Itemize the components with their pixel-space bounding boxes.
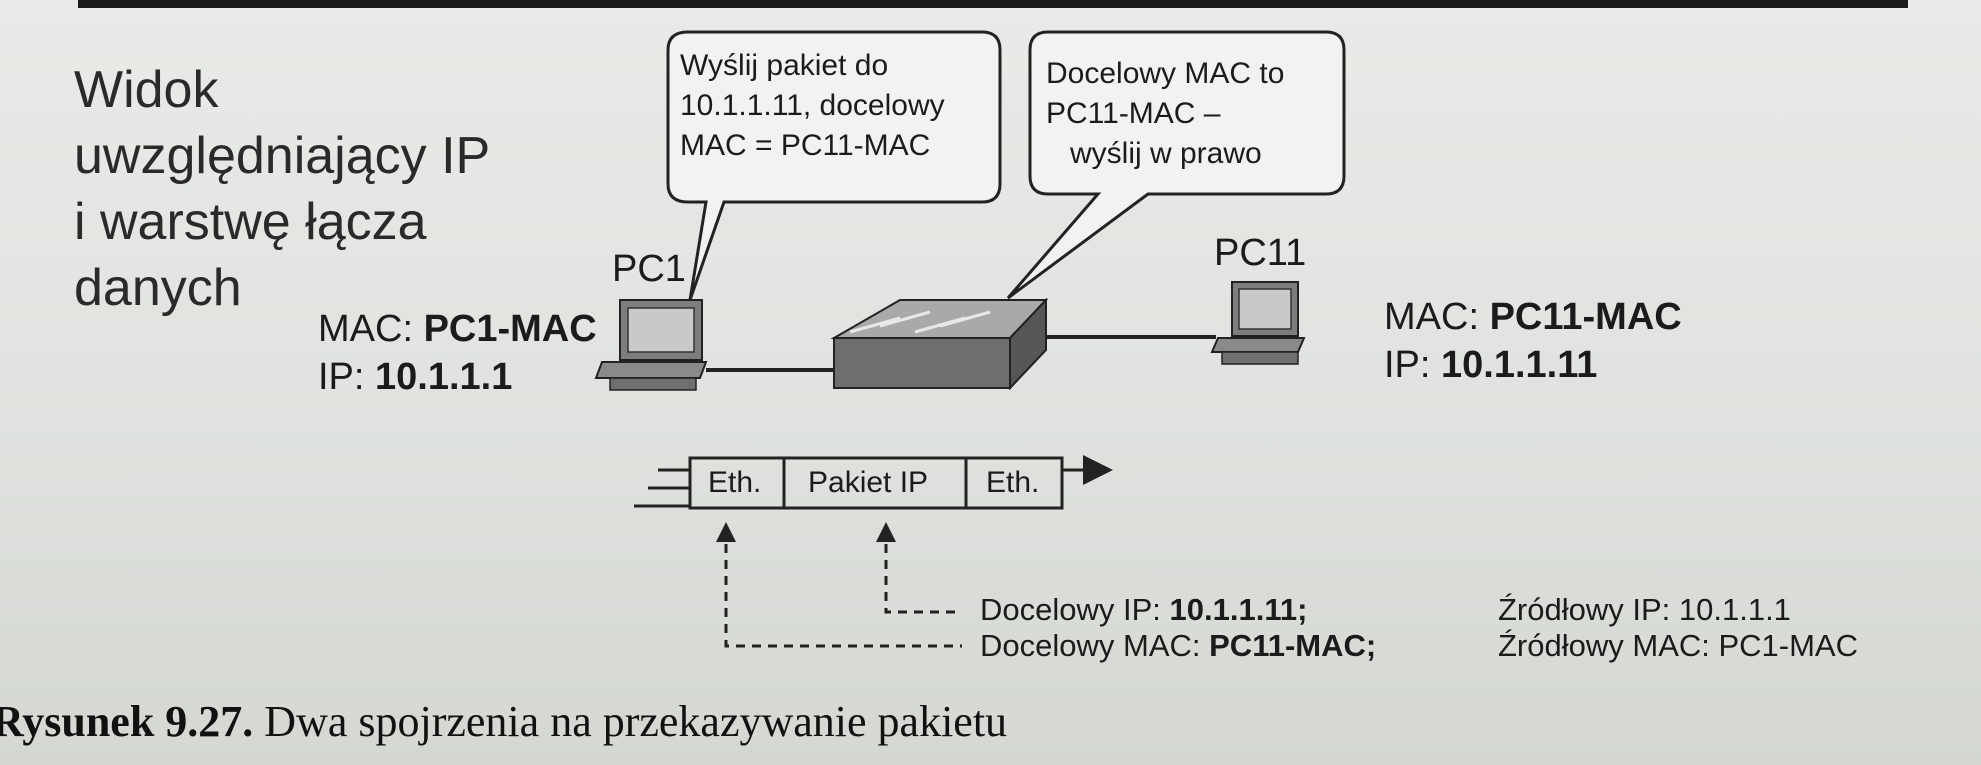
frame-header-label: Eth. (708, 466, 762, 499)
ethernet-frame (634, 455, 1113, 510)
caption-text: Dwa spojrzenia na przekazywanie pakietu (264, 697, 1008, 746)
bubble-switch-line-1: Docelowy MAC to (1046, 57, 1285, 90)
legend-dest-mac-label: Docelowy MAC: (980, 628, 1201, 663)
pc1-ip-value: 10.1.1.1 (375, 356, 513, 398)
pc1-ip-line: IP: 10.1.1.1 (318, 356, 512, 399)
pc11-ip-value: 10.1.1.11 (1441, 344, 1598, 386)
dashed-pointers (724, 544, 962, 648)
switch-icon (830, 297, 1049, 391)
pc1-mac-label: MAC: (318, 308, 413, 350)
bubble-switch-line-2: PC11-MAC – (1046, 97, 1221, 130)
figure-caption: Rysunek 9.27. Dwa spojrzenia na przekazy… (0, 696, 1007, 747)
legend-dest-ip-value: 10.1.1.11; (1169, 592, 1308, 627)
bubble-pc1-line-3: MAC = PC11-MAC (680, 129, 931, 162)
legend-src-mac: Źródłowy MAC: PC1-MAC (1498, 628, 1858, 663)
pc1-mac-line: MAC: PC1-MAC (318, 308, 597, 351)
frame-trailer-label: Eth. (986, 466, 1040, 499)
legend-dest-mac: Docelowy MAC: PC11-MAC; (980, 628, 1376, 664)
bubble-switch-line-3: wyślij w prawo (1070, 137, 1262, 170)
pc11-ip-line: IP: 10.1.1.11 (1384, 344, 1597, 387)
view-title-line-4: danych (74, 259, 242, 317)
pc11-mac-value: PC11-MAC (1489, 296, 1682, 338)
frame-payload-label: Pakiet IP (808, 466, 929, 499)
bubble-pc1-line-1: Wyślij pakiet do (680, 49, 889, 82)
pointer-mac-arrowhead (716, 522, 736, 542)
pointer-dest-mac (724, 544, 962, 648)
top-rule (78, 0, 1908, 8)
view-title-line-2: uwzględniający IP (74, 127, 491, 185)
pc11-ip-label: IP: (1384, 344, 1431, 386)
legend-src-ip: Źródłowy IP: 10.1.1.1 (1498, 592, 1791, 627)
pc11-mac-line: MAC: PC11-MAC (1384, 296, 1682, 339)
view-title-line-1: Widok (74, 61, 219, 119)
legend-dest-ip: Docelowy IP: 10.1.1.11; (980, 592, 1307, 628)
legend-dest-ip-label: Docelowy IP: (980, 592, 1161, 627)
pointer-ip-arrowhead (876, 522, 896, 542)
legend-dest-mac-value: PC11-MAC; (1209, 628, 1377, 663)
pc11-mac-label: MAC: (1384, 296, 1479, 338)
speech-bubble-pc1 (666, 30, 1002, 301)
pc1-ip-label: IP: (318, 356, 365, 398)
pointer-dest-ip (884, 544, 962, 614)
speech-bubble-switch (1006, 30, 1346, 300)
pc1-name: PC1 (612, 248, 686, 290)
pc1-mac-value: PC1-MAC (423, 308, 597, 350)
pc1-computer-icon (594, 299, 708, 391)
view-title-line-3: i warstwę łącza (74, 193, 427, 251)
pc11-name: PC11 (1214, 232, 1307, 274)
pc11-computer-icon (1210, 281, 1306, 365)
bubble-pc1-line-2: 10.1.1.11, docelowy (680, 89, 945, 122)
caption-number: Rysunek 9.27. (0, 697, 254, 746)
